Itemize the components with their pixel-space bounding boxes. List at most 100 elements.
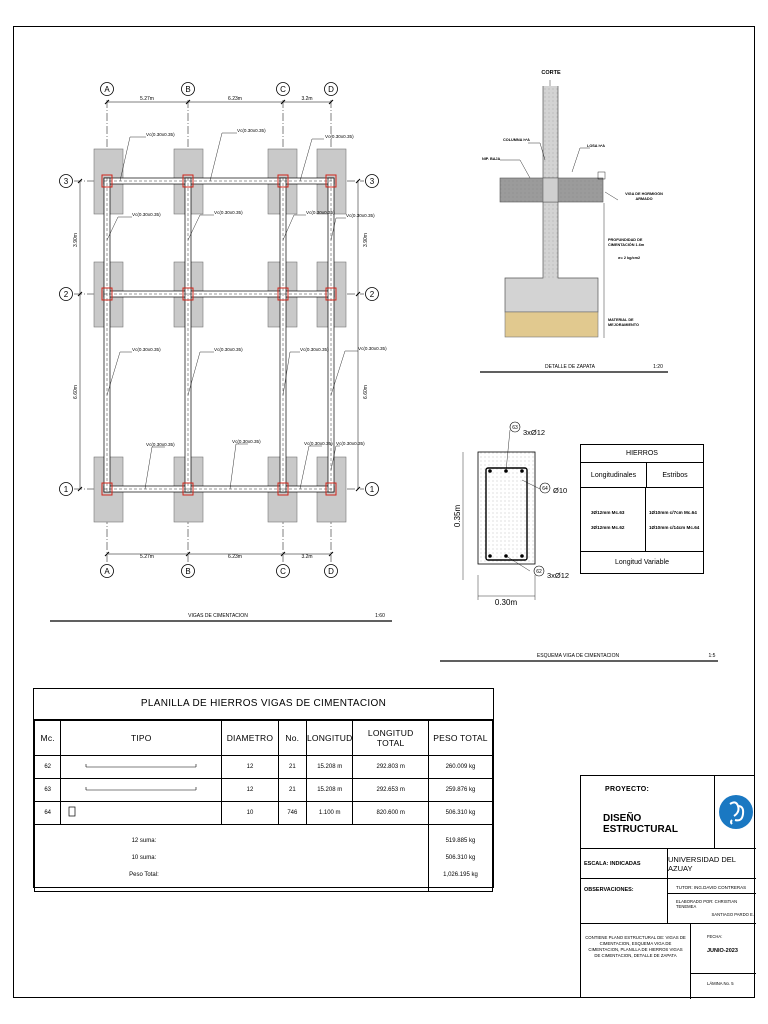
axis-label-2-right: 2 <box>370 290 375 299</box>
hierros-long-2: 3Ø12mm Mc.62 <box>591 524 625 530</box>
dim-bottom-3: 3.2m <box>301 554 312 560</box>
total-12-value: 519.885 kg <box>445 837 476 844</box>
totals-row: 12 suma: 10 suma: Peso Total: 519.885 kg… <box>34 824 494 892</box>
planilla-header-mc: Mc. <box>33 720 62 756</box>
section-stirrup-diam: Ø10 <box>553 486 567 495</box>
beam-section-detail: 63 64 62 3xØ12 Ø10 3xØ12 0.35m 0.30m ESQ… <box>440 421 718 662</box>
planilla-header-longitud: LONGITUD <box>305 720 354 756</box>
dim-top-3: 3.2m <box>301 96 312 102</box>
beam-label: Vc(0.30x0.35) <box>146 132 175 137</box>
beam-label: Vc(0.30x0.35) <box>214 347 243 352</box>
axis-label-B-top: B <box>185 85 190 94</box>
cell-longitud: 15.208 m <box>305 778 354 802</box>
axis-label-1-left: 1 <box>64 485 69 494</box>
total-10-label: 10 suma: <box>131 854 157 861</box>
dim-right-upper: 3.90m <box>363 233 369 247</box>
section-height: 0.35m <box>453 505 462 528</box>
planilla-header-longitud-total: LONGITUD TOTAL <box>352 720 429 756</box>
section-top-bars: 3xØ12 <box>523 428 545 437</box>
corte-viga-label: VIGA DE HORMIGÓN ARMADO <box>625 192 663 201</box>
table-row: 62 12 21 15.208 m 292.803 m 260.009 kg <box>33 755 494 779</box>
hierros-long-1: 3Ø12mm Mc.63 <box>591 509 625 515</box>
corte-losa-label: LOSA h*A <box>587 144 605 148</box>
cell-mc: 62 <box>33 755 62 779</box>
axis-label-D-top: D <box>328 85 334 94</box>
cell-longitud-total: 820.600 m <box>352 801 429 825</box>
cell-no: 21 <box>277 755 307 779</box>
section-top-mark: 63 <box>512 425 518 431</box>
corte-scale: 1:20 <box>653 364 663 370</box>
beam-label: Vc(0.30x0.35) <box>358 346 387 351</box>
cell-mc: 64 <box>33 801 62 825</box>
bar-shape-icon <box>60 755 223 779</box>
hierros-table: HIERROS Longitudinales Estribos 3Ø12mm M… <box>580 444 704 574</box>
total-peso-value: 1,026.195 kg <box>443 871 478 878</box>
beam-label: Vc(0.30x0.35) <box>336 441 365 446</box>
observaciones-label: OBSERVACIONES: <box>581 879 668 924</box>
hierros-estribo-1: 1Ø10mm c/7cm Mc.64 <box>649 509 697 515</box>
planilla-table: PLANILLA DE HIERROS VIGAS DE CIMENTACION… <box>33 688 494 892</box>
cell-longitud-total: 292.803 m <box>352 755 429 779</box>
cell-longitud-total: 292.653 m <box>352 778 429 802</box>
beam-label: Vc(0.30x0.35) <box>232 439 261 444</box>
corte-profundidad-label: PROFUNDIDAD DE CIMENTACIÓN 1.6m <box>608 238 645 247</box>
corte-columna-label: COLUMNA h*A <box>503 138 530 142</box>
axis-label-A-bottom: A <box>104 567 110 576</box>
section-width: 0.30m <box>495 598 518 607</box>
title-block: PROYECTO: DISEÑO ESTRUCTURAL ESCALA: IND… <box>580 775 756 999</box>
total-12-label: 12 suma: <box>131 837 157 844</box>
table-row: 64 10 746 1.100 m 820.600 m 506.310 kg <box>33 801 494 825</box>
corte-q-label: σ= 2 kg/cm2 <box>618 256 640 260</box>
axis-label-A-top: A <box>104 85 110 94</box>
plan-caption: VIGAS DE CIMENTACION <box>188 613 248 619</box>
cell-diametro: 12 <box>221 778 279 802</box>
universidad-label: UNIVERSIDAD DEL AZUAY <box>668 849 756 879</box>
columns <box>101 174 337 496</box>
axis-label-C-top: C <box>280 85 286 94</box>
cell-no: 746 <box>277 801 307 825</box>
beam-label: Vc(0.30x0.35) <box>325 134 354 139</box>
table-row: 63 12 21 15.208 m 292.653 m 259.876 kg <box>33 778 494 802</box>
beam-label: Vc(0.30x0.35) <box>132 347 161 352</box>
section-bottom-mark: 62 <box>536 569 542 575</box>
beam-label: Vc(0.30x0.35) <box>346 213 375 218</box>
dim-top-1: 5.27m <box>140 96 154 102</box>
planilla-header-tipo: TIPO <box>60 720 223 756</box>
axis-label-1-right: 1 <box>370 485 375 494</box>
axis-label-3-right: 3 <box>370 177 375 186</box>
beam-label: Vc(0.30x0.35) <box>214 210 243 215</box>
dim-left-lower: 6.60m <box>73 385 79 399</box>
hierros-footer: Longitud Variable <box>615 559 669 566</box>
dim-bottom-1: 5.27m <box>140 554 154 560</box>
beam-label: Vc(0.30x0.35) <box>237 128 266 133</box>
cell-mc: 63 <box>33 778 62 802</box>
dim-right-lower: 6.60m <box>363 385 369 399</box>
corte-title: CORTE <box>541 70 561 76</box>
section-scale: 1:5 <box>709 653 716 659</box>
cell-peso-total: 260.009 kg <box>427 755 494 779</box>
fecha-value: JUNIO-2023 <box>707 948 738 954</box>
cell-diametro: 12 <box>221 755 279 779</box>
hierros-col-estribos: Estribos <box>662 471 688 479</box>
beam-label: Vc(0.30x0.35) <box>146 442 175 447</box>
section-stirrup-mark: 64 <box>542 486 548 492</box>
cell-no: 21 <box>277 778 307 802</box>
cell-diametro: 10 <box>221 801 279 825</box>
corte-caption: DETALLE DE ZAPATA <box>545 364 596 370</box>
axis-label-B-bottom: B <box>185 567 190 576</box>
hierros-estribo-2: 1Ø10mm c/14cm Mc.64 <box>649 524 700 530</box>
beam-label: Vc(0.30x0.35) <box>306 210 335 215</box>
bar-shape-icon <box>60 778 223 802</box>
footings <box>93 148 347 523</box>
total-10-value: 506.310 kg <box>445 854 476 861</box>
escala-label: ESCALA: INDICADAS <box>581 849 668 879</box>
dim-top-2: 6.23m <box>228 96 242 102</box>
planilla-header-no: No. <box>277 720 307 756</box>
cell-peso-total: 506.310 kg <box>427 801 494 825</box>
axis-label-2-left: 2 <box>64 290 69 299</box>
university-logo-icon <box>715 776 756 849</box>
planilla-header-peso-total: PESO TOTAL <box>427 720 494 756</box>
contiene-label: CONTIENE PLANO ESTRUCTURAL DE: VIGAS DE … <box>581 924 691 999</box>
axis-label-C-bottom: C <box>280 567 286 576</box>
